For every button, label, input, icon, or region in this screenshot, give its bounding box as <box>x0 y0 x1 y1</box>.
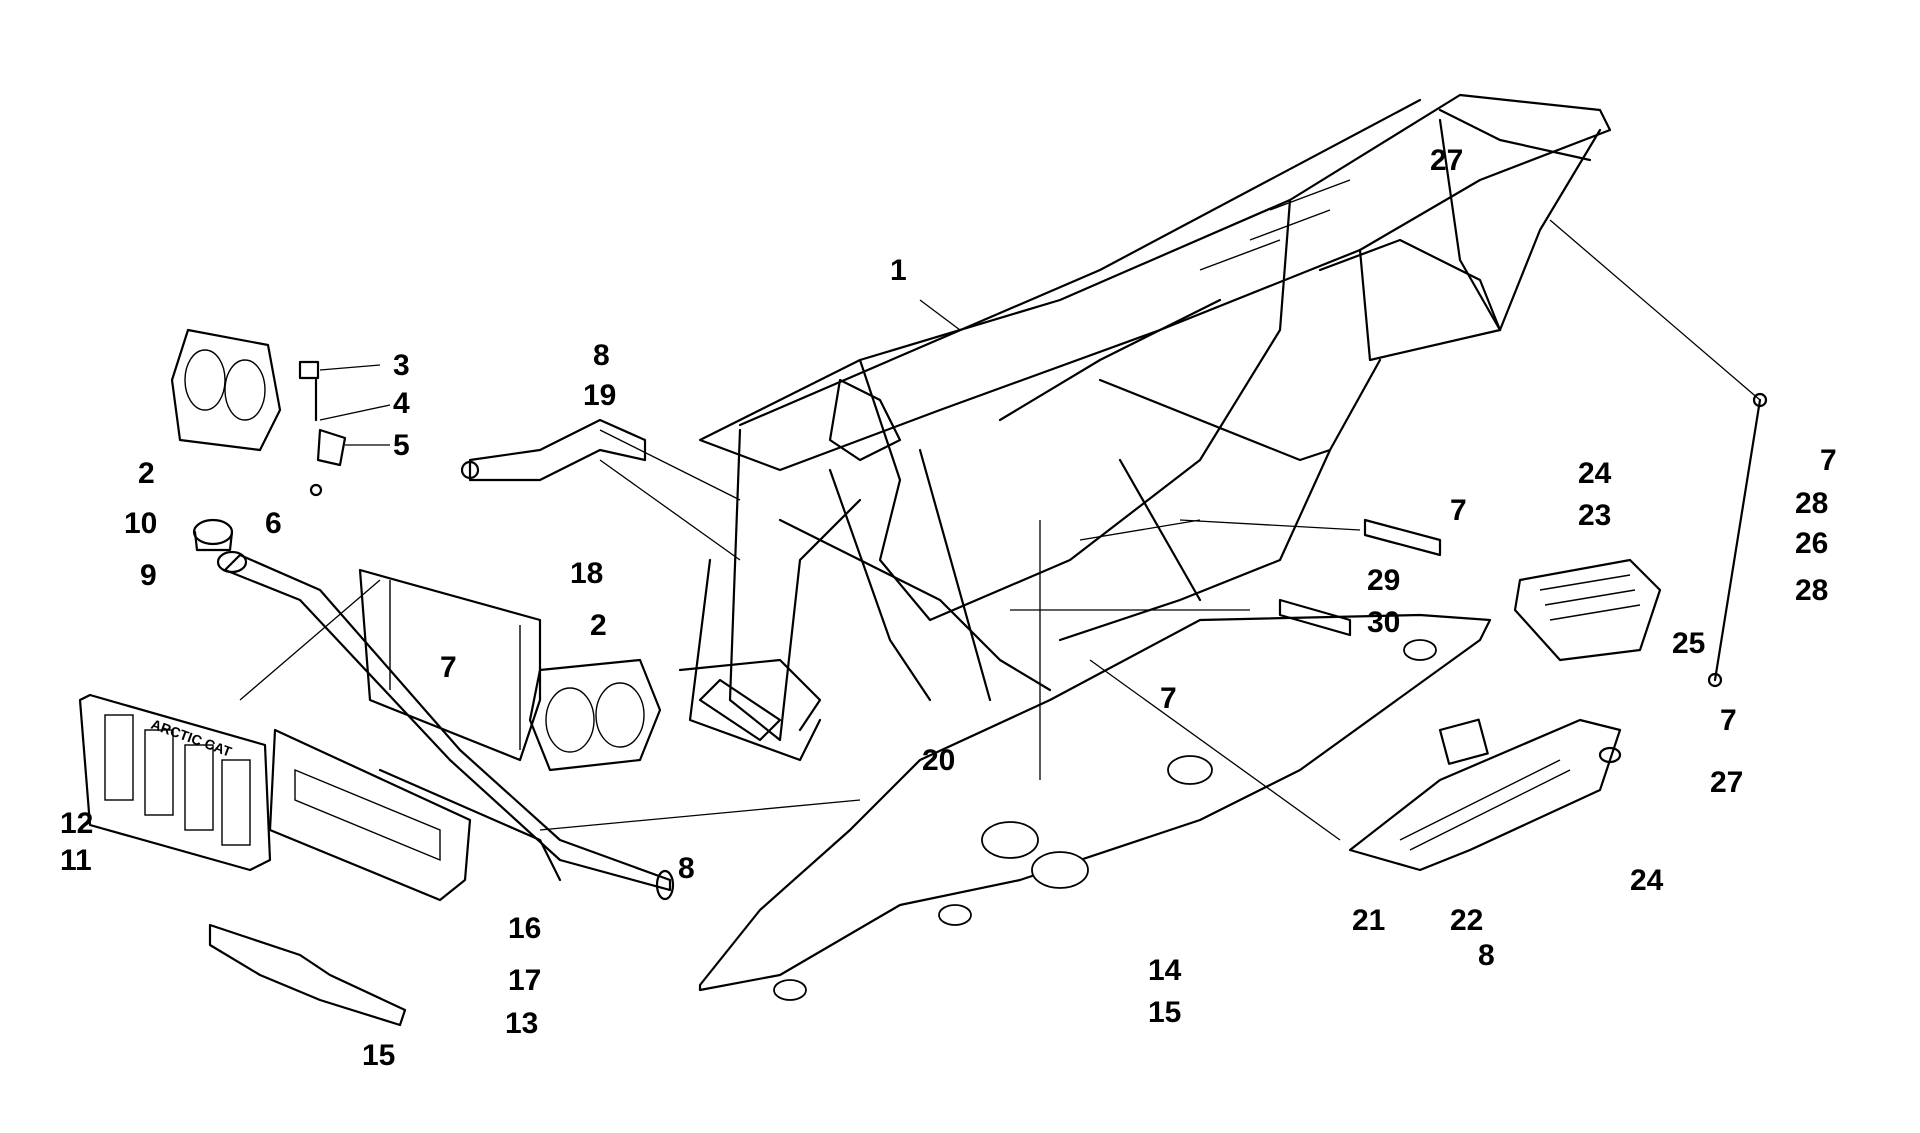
headlight-bracket-hardware <box>298 360 347 497</box>
callout-9: 9 <box>140 559 157 592</box>
callout-1: 1 <box>890 254 907 287</box>
callout-5: 5 <box>393 429 410 462</box>
callout-18: 18 <box>570 557 603 590</box>
callout-26: 26 <box>1795 527 1828 560</box>
tie-rod <box>1707 392 1768 688</box>
footrest-upper <box>1513 558 1662 662</box>
callout-8-footwell: 8 <box>1478 939 1495 972</box>
callout-7-rod: 7 <box>1820 444 1837 477</box>
callout-23: 23 <box>1578 499 1611 532</box>
callout-14: 14 <box>1148 954 1182 987</box>
callout-2-left: 2 <box>138 457 155 490</box>
headlight-right <box>528 658 662 772</box>
front-grille <box>268 728 472 902</box>
callout-13: 13 <box>505 1007 538 1040</box>
callout-16: 16 <box>508 912 541 945</box>
callout-27-upper: 27 <box>1430 144 1463 177</box>
callout-2-right: 2 <box>590 609 607 642</box>
leader-lines <box>239 219 1761 841</box>
callout-21: 21 <box>1352 904 1385 937</box>
spacer-bar-upper <box>1363 518 1442 557</box>
lower-skid-plate <box>208 923 407 1027</box>
callout-7-bumper: 7 <box>440 651 457 684</box>
callout-17: 17 <box>508 964 541 997</box>
footwell-right <box>1348 718 1622 872</box>
callout-7-footrest: 7 <box>1450 494 1467 527</box>
callout-7-frame: 7 <box>1160 682 1177 715</box>
headlight-left <box>170 328 282 452</box>
callout-3: 3 <box>393 349 410 382</box>
callout-24-upper: 24 <box>1578 457 1612 490</box>
callout-4: 4 <box>393 387 410 420</box>
callout-29: 29 <box>1367 564 1400 597</box>
callout-11: 11 <box>60 844 92 877</box>
callout-19: 19 <box>583 379 616 412</box>
callout-labels: 1 2 2 3 4 5 6 7 7 7 7 7 8 8 8 9 10 11 12… <box>60 144 1837 1072</box>
callout-27-lower: 27 <box>1710 766 1743 799</box>
callout-20: 20 <box>922 744 955 777</box>
bumper-cap <box>192 518 234 552</box>
callout-7-lower: 7 <box>1720 704 1737 737</box>
spacer-bar-lower <box>1278 598 1352 637</box>
callout-28-upper: 28 <box>1795 487 1828 520</box>
main-frame <box>678 93 1612 762</box>
callout-10: 10 <box>124 507 157 540</box>
front-bumper <box>216 550 675 901</box>
callout-15-skid: 15 <box>1148 996 1181 1029</box>
front-brace <box>460 418 647 482</box>
callout-24-lower: 24 <box>1630 864 1664 897</box>
callout-22: 22 <box>1450 904 1483 937</box>
callout-8-bumper: 8 <box>678 852 695 885</box>
callout-30: 30 <box>1367 606 1400 639</box>
callout-25: 25 <box>1672 627 1705 660</box>
callout-15-lower: 15 <box>362 1039 395 1072</box>
brand-logo: ARCTIC CAT <box>149 716 234 760</box>
callout-28-lower: 28 <box>1795 574 1828 607</box>
main-skid-plate <box>698 613 1492 1001</box>
front-skid-plate-logo-panel: ARCTIC CAT <box>78 693 272 872</box>
callout-6: 6 <box>265 507 282 540</box>
callout-8-brace: 8 <box>593 339 610 372</box>
callout-12: 12 <box>60 807 93 840</box>
